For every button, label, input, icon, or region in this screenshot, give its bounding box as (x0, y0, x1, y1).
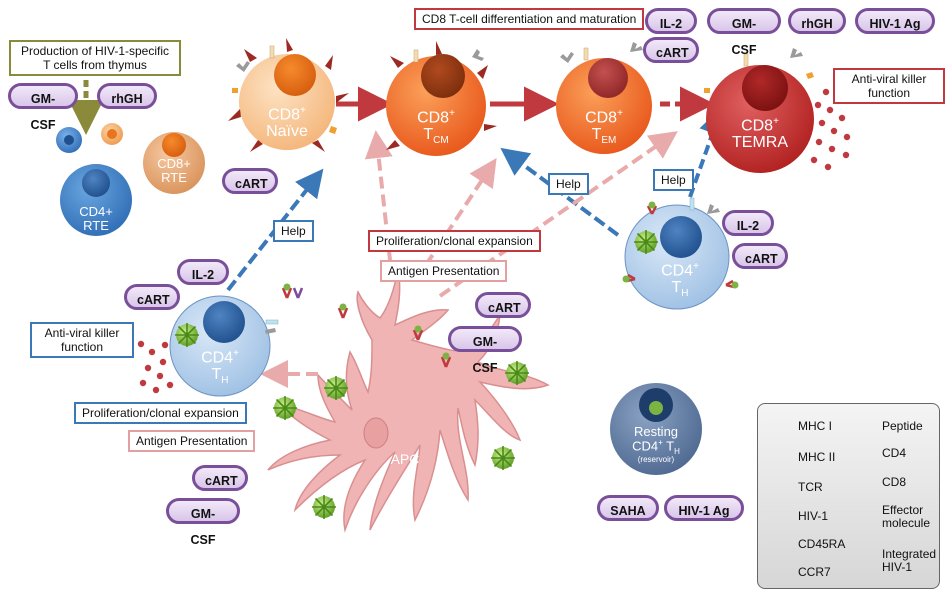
apc-label: APC (390, 451, 420, 467)
cart-pill-right: cART (732, 243, 788, 269)
il2-pill-right: IL-2 (722, 210, 774, 236)
anti-viral-killer-right-box: Anti-viral killer function (833, 68, 945, 104)
apc-cell (267, 269, 550, 533)
cd8-naive-cell (228, 38, 349, 152)
rhgh-pill-thymus: rhGH (97, 83, 157, 109)
help-box-mid: Help (548, 173, 589, 195)
help-box-right: Help (653, 169, 694, 191)
cd8-tcm-cell (386, 41, 497, 156)
cd8-rte-label: CD8+RTE (157, 156, 191, 185)
rhgh-pill-top: rhGH (788, 8, 846, 34)
cart-pill-naive: cART (222, 168, 278, 194)
antigen-presentation-box-mid: Antigen Presentation (380, 260, 508, 282)
thymus-cells (56, 123, 205, 236)
cd8-tcm-label: CD8+ TCM (417, 108, 455, 147)
legend-tcr: TCR (798, 480, 823, 494)
help-box-left: Help (273, 220, 314, 242)
cd8-temra-cell (704, 48, 851, 173)
cd8-naive-label: CD8+ Naïve (266, 105, 308, 141)
il2-pill-left: IL-2 (177, 259, 229, 285)
legend-hiv1: HIV-1 (798, 509, 829, 523)
cd8-temra-label: CD8+ TEMRA (732, 116, 788, 152)
cd4-th-right-label: CD4+ TH (661, 261, 699, 300)
gm-csf-pill-thymus: GM-CSF (8, 83, 78, 132)
cd8-tem-cell (556, 42, 652, 154)
legend-cd45ra: CD45RA (798, 537, 846, 551)
proliferation-box-red: Proliferation/clonal expansion (368, 230, 541, 252)
legend-integrated-hiv: Integrated HIV-1 (882, 547, 937, 574)
thymus-production-box: Production of HIV-1-specific T cells fro… (9, 40, 181, 76)
legend-ccr7: CCR7 (798, 565, 831, 579)
il2-pill-top: IL-2 (645, 8, 697, 34)
legend-panel: MHC I MHC II TCR HIV-1 CD45RA CCR7 Pepti… (757, 403, 940, 589)
saha-pill: SAHA (597, 495, 659, 521)
cd4-th-left-label: CD4+ TH (201, 348, 239, 387)
gm-csf-pill-mid: GM-CSF (448, 326, 522, 375)
cart-pill-mid: cART (475, 292, 531, 318)
antigen-presentation-box-left: Antigen Presentation (128, 430, 256, 452)
resting-cd4-cell (610, 383, 702, 475)
legend-mhc1: MHC I (798, 419, 832, 433)
gm-csf-pill-top: GM-CSF (707, 8, 781, 57)
proliferation-box-blue: Proliferation/clonal expansion (74, 402, 247, 424)
hiv-ag-pill-bottom: HIV-1 Ag (664, 495, 744, 521)
cart-pill-tem: cART (643, 37, 699, 63)
cd8-tem-label: CD8+ TEM (585, 108, 623, 147)
hiv-ag-pill-top: HIV-1 Ag (855, 8, 935, 34)
cart-pill-bottom-left: cART (192, 465, 248, 491)
legend-cd4: CD4 (882, 446, 907, 460)
cd4-th-right-cell (622, 197, 739, 310)
cd4-rte-label: CD4+RTE (79, 204, 113, 233)
legend-cd8: CD8 (882, 475, 907, 489)
legend-effector: Effector molecule (882, 503, 931, 530)
cart-pill-left: cART (124, 284, 180, 310)
cd8-differentiation-box: CD8 T-cell differentiation and maturatio… (414, 8, 645, 30)
resting-cd4-label: Resting CD4+ TH (reservoir) (632, 424, 680, 464)
legend-peptide: Peptide (882, 419, 923, 433)
anti-viral-killer-left-box: Anti-viral killer function (30, 322, 134, 358)
gm-csf-pill-bottom-left: GM-CSF (166, 498, 240, 547)
legend-mhc2: MHC II (798, 450, 836, 464)
cd4-th-left-cell (137, 295, 279, 397)
